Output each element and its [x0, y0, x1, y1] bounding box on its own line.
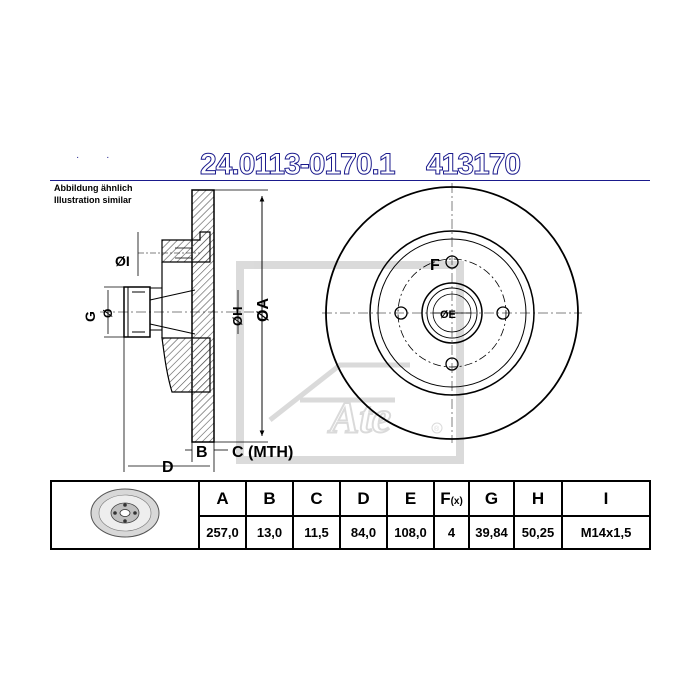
header-f-letter: F: [440, 488, 451, 508]
header-a: A: [198, 480, 247, 517]
technical-drawing: Ate ®: [82, 183, 582, 476]
disc-thumbnail-icon: [90, 488, 160, 537]
value-a: 257,0: [198, 515, 247, 550]
header-h: H: [513, 480, 563, 517]
header-rule: [50, 180, 650, 181]
value-h: 50,25: [513, 515, 563, 550]
header-f: F(x): [433, 480, 470, 517]
header-dots: · ·: [76, 152, 122, 163]
dimension-labels: ØA ØH G Ø ØI B C (MTH) D: [82, 253, 293, 476]
label-dim-i: ØI: [115, 253, 130, 269]
spec-header-row: A B C D E F(x) G H I: [50, 480, 651, 550]
label-dim-f: F: [430, 257, 440, 274]
note-german: Abbildung ähnlich: [54, 183, 133, 193]
article-number: 413170: [425, 148, 521, 182]
part-number: 24.0113-0170.1: [200, 148, 397, 182]
value-g: 39,84: [468, 515, 515, 550]
value-b: 13,0: [245, 515, 294, 550]
label-dim-c: C (MTH): [232, 444, 293, 461]
header-d: D: [339, 480, 388, 517]
label-dim-g-dia: Ø: [101, 309, 115, 318]
label-dim-e: ØE: [440, 309, 456, 321]
label-dim-b: B: [196, 444, 208, 461]
label-dim-g: G: [82, 311, 98, 322]
disc-front-view: [322, 183, 582, 443]
value-c: 11,5: [292, 515, 341, 550]
spec-value-row: 257,0 13,0 11,5 84,0 108,0 4 39,84 50,25…: [51, 515, 651, 550]
label-dim-a: ØA: [255, 298, 272, 322]
label-dim-h: ØH: [230, 307, 245, 327]
header-f-suffix: (x): [450, 495, 463, 507]
header-g: G: [468, 480, 515, 517]
registered-mark: ®: [434, 425, 440, 433]
label-dim-d: D: [162, 459, 174, 476]
disc-section-view: [100, 189, 262, 443]
value-e: 108,0: [386, 515, 435, 550]
value-d: 84,0: [339, 515, 388, 550]
front-view-labels: F ØE: [430, 257, 456, 321]
header-i: I: [561, 480, 651, 517]
value-i: M14x1,5: [561, 515, 651, 550]
ate-watermark-logo: Ate ®: [236, 261, 464, 464]
value-f: 4: [433, 515, 470, 550]
header-b: B: [245, 480, 294, 517]
disc-thumbnail: [50, 480, 200, 550]
header-e: E: [386, 480, 435, 517]
dimension-lines: [104, 189, 268, 472]
spec-table: A B C D E F(x) G H I 257,0 13,0 11,5 84,…: [50, 480, 651, 550]
header-c: C: [292, 480, 341, 517]
note-english: Illustration similar: [54, 195, 132, 205]
